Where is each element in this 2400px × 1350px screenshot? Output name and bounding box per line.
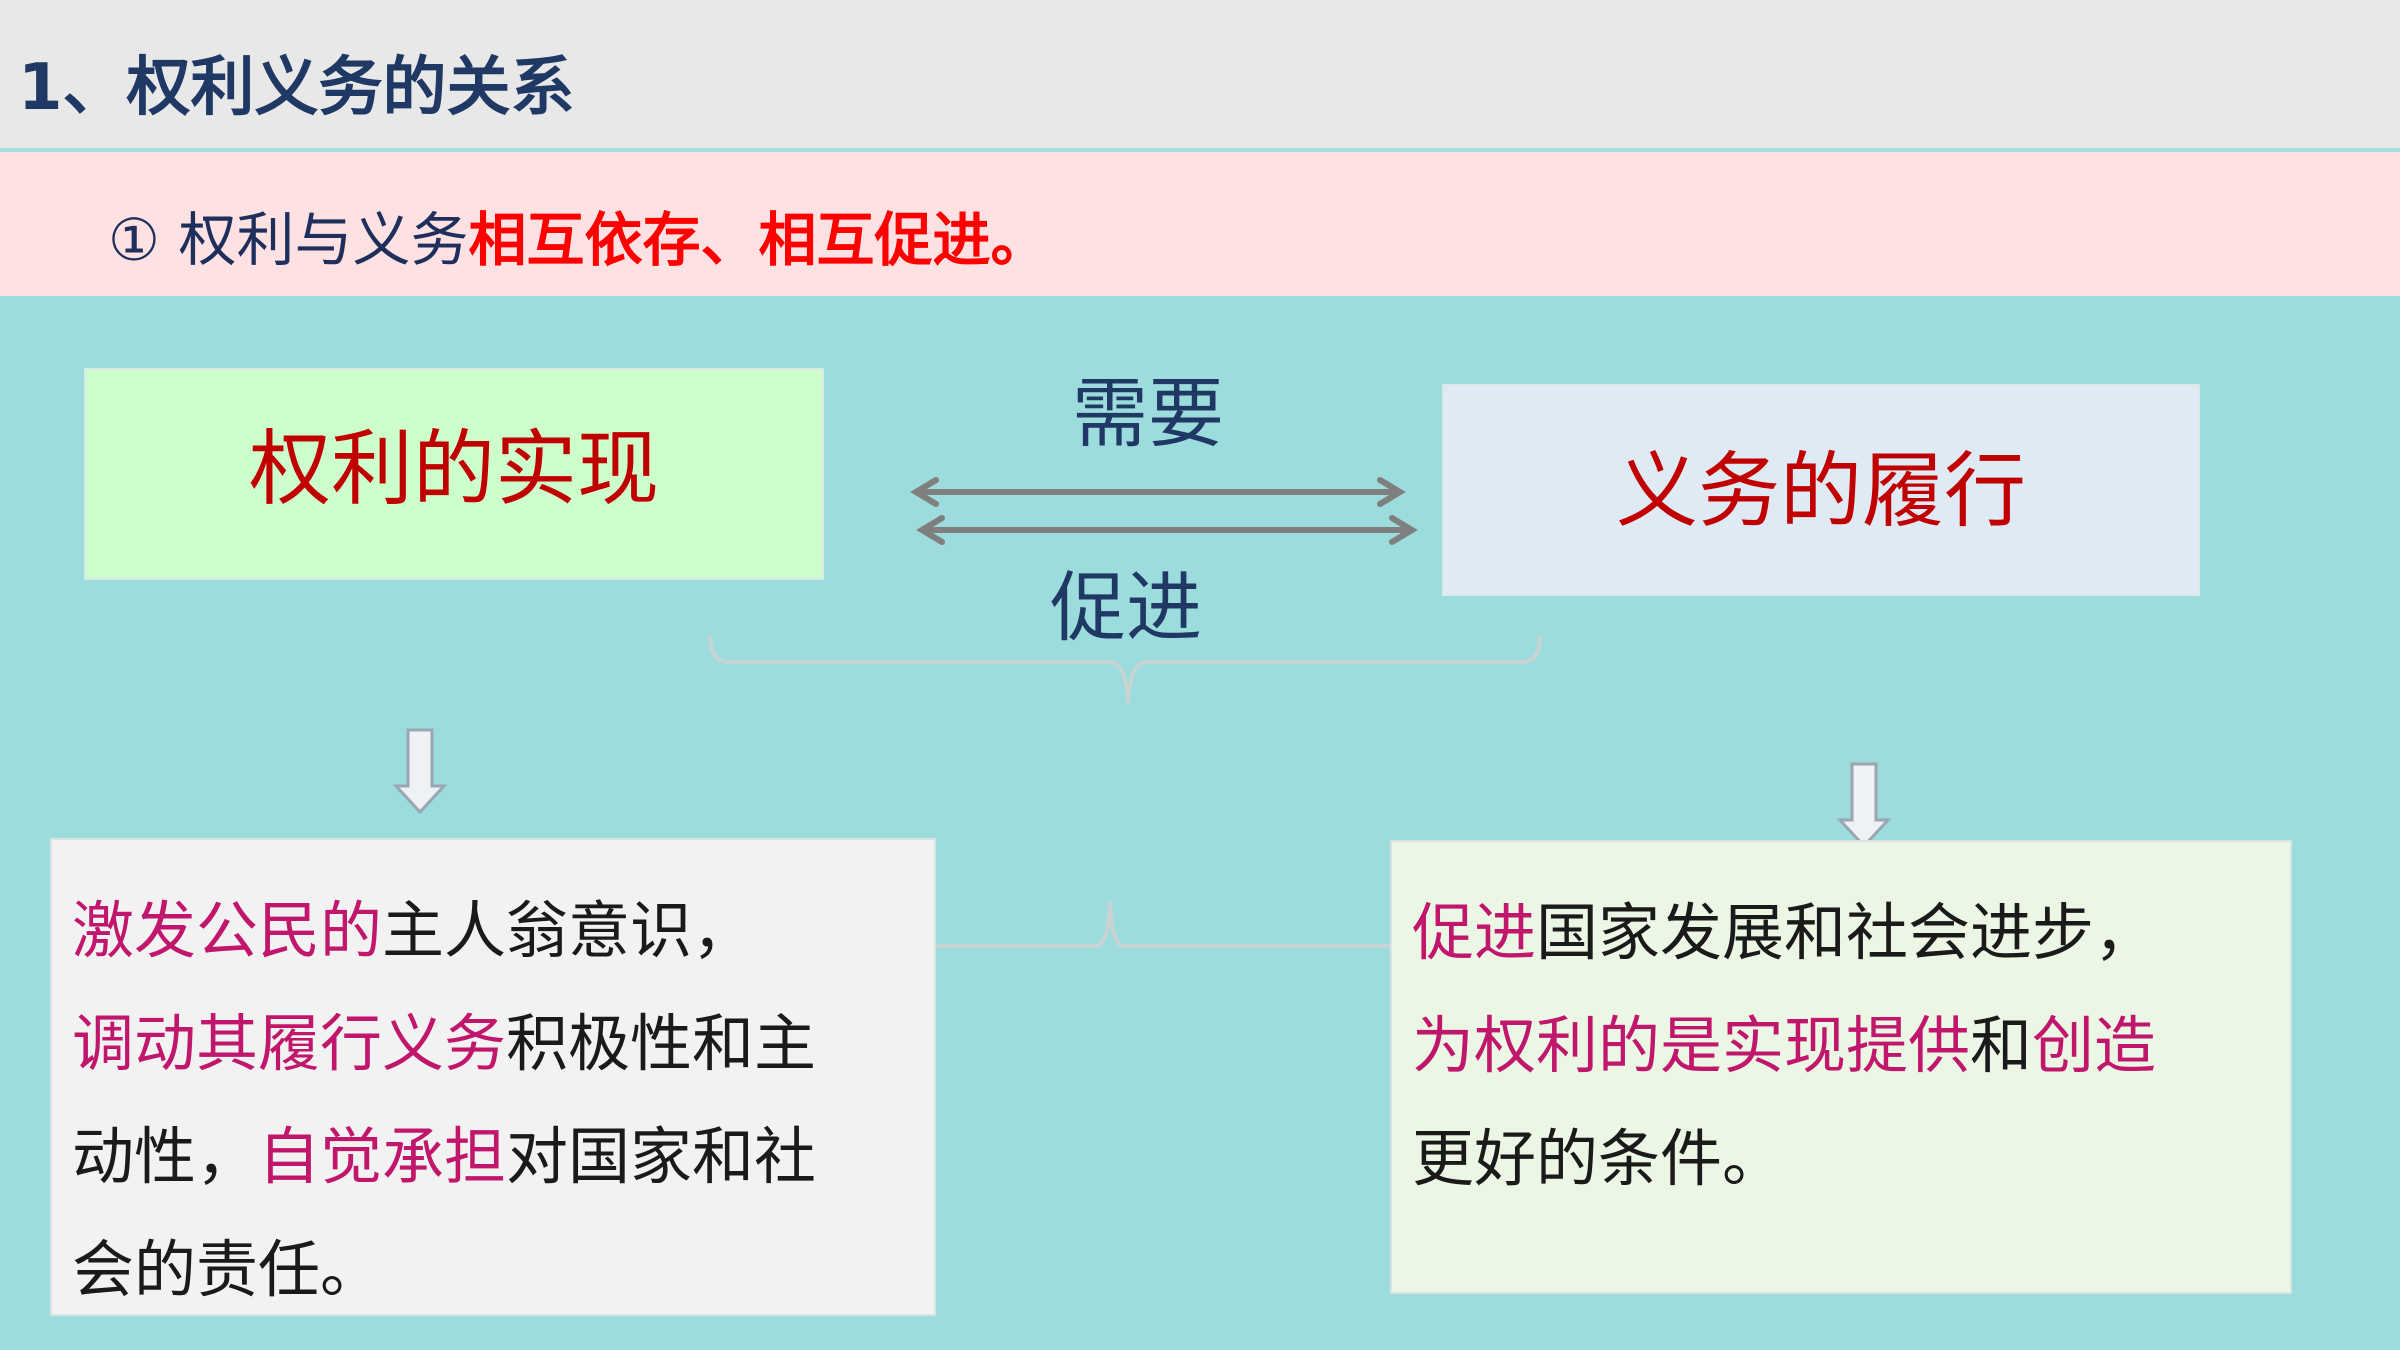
highlight-text: 为权利的是实现提供 xyxy=(1412,1009,1971,1082)
rights-effect-line-4: 会的责任。 xyxy=(72,1213,934,1326)
down-arrow-left-icon xyxy=(392,728,448,815)
highlight-text: 调动其履行义务 xyxy=(72,1007,507,1080)
relation-need-label: 需要 xyxy=(1072,369,1224,458)
highlight-text: 激发公民的 xyxy=(72,894,383,967)
double-arrow-lower xyxy=(916,515,1418,545)
key-point-text: ① 权利与义务相互依存、相互促进。 xyxy=(108,200,1048,280)
duties-effect-line-2: 为权利的是实现提供和创造 xyxy=(1412,989,2290,1102)
rights-box-label: 权利的实现 xyxy=(248,422,659,517)
point-end: 。 xyxy=(990,206,1049,274)
plain-text: 和 xyxy=(1970,1009,2033,1082)
plain-text: 会的责任。 xyxy=(72,1233,383,1306)
highlight-text: 促进 xyxy=(1412,896,1537,969)
point-marker: ① xyxy=(108,206,160,274)
plain-text: 积极性和主 xyxy=(506,1007,817,1080)
duties-box-label: 义务的履行 xyxy=(1615,444,2026,539)
down-arrow-right-icon xyxy=(1836,762,1892,849)
duties-box: 义务的履行 xyxy=(1442,384,2200,596)
plain-text: 主人翁意识， xyxy=(382,894,755,967)
point-highlight: 相互依存、相互促进 xyxy=(468,206,991,274)
rights-effect-line-1: 激发公民的主人翁意识， xyxy=(72,874,934,987)
rights-effect-line-2: 调动其履行义务积极性和主 xyxy=(72,987,934,1100)
key-point-banner xyxy=(0,152,2400,296)
rights-effect-line-3: 动性，自觉承担对国家和社 xyxy=(72,1100,934,1213)
double-arrow-upper xyxy=(910,477,1406,507)
highlight-text: 自觉承担 xyxy=(258,1120,507,1193)
duties-effect-line-1: 促进国家发展和社会进步， xyxy=(1412,876,2290,989)
plain-text: 更好的条件。 xyxy=(1412,1122,1785,1195)
duties-effect-box: 促进国家发展和社会进步， 为权利的是实现提供和创造 更好的条件。 xyxy=(1390,840,2292,1294)
page-title: 1、权利义务的关系 xyxy=(18,51,575,125)
relation-promote-label: 促进 xyxy=(1050,563,1202,652)
highlight-text: 创造 xyxy=(2032,1009,2157,1082)
point-lead: 权利与义务 xyxy=(178,206,469,274)
title-bar xyxy=(0,0,2400,152)
plain-text: 国家发展和社会进步， xyxy=(1536,896,2157,969)
duties-effect-line-3: 更好的条件。 xyxy=(1412,1102,2290,1215)
rights-box: 权利的实现 xyxy=(84,368,824,580)
rights-effect-box: 激发公民的主人翁意识， 调动其履行义务积极性和主 动性，自觉承担对国家和社 会的… xyxy=(50,838,936,1316)
plain-text: 对国家和社 xyxy=(506,1120,817,1193)
plain-text: 动性， xyxy=(72,1120,259,1193)
